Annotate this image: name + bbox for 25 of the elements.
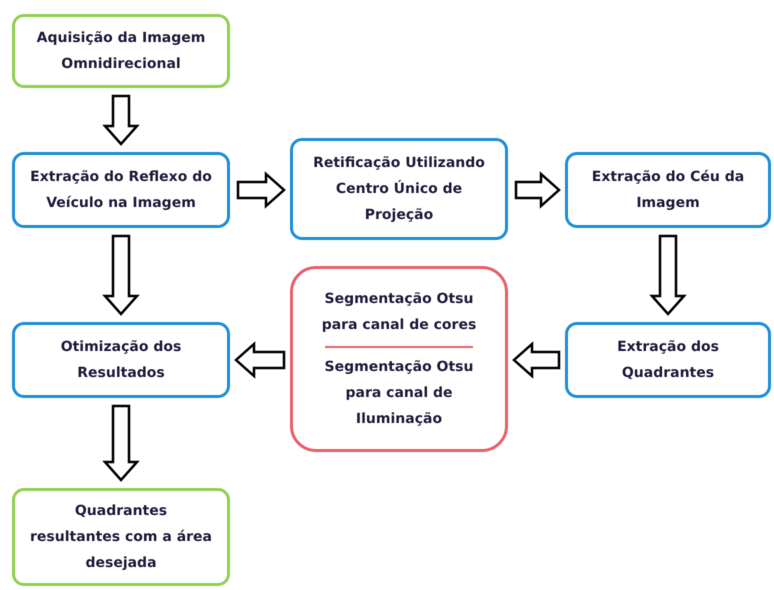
block-arrow: [234, 341, 286, 379]
block-arrow: [102, 234, 140, 316]
box-label: Extração do Reflexo do Veículo na Imagem: [29, 168, 213, 213]
block-arrow: [649, 234, 687, 316]
box-label: Extração do Céu da Imagem: [590, 168, 746, 213]
process-box: [290, 138, 508, 240]
process-box: [12, 152, 230, 228]
process-box: [565, 152, 771, 228]
process-box: [290, 266, 508, 452]
box-label: Quadrantes resultantes com a área desejada: [29, 502, 213, 573]
box-label: Aquisição da Imagem Omnidirecional: [36, 29, 206, 74]
box-label: Segmentação Otsu para canal de cores: [320, 290, 478, 335]
terminal-box: [12, 14, 230, 88]
block-arrow: [236, 171, 286, 209]
box-label: Segmentação Otsu para canal de Iluminação: [324, 358, 474, 429]
terminal-box: [12, 488, 230, 586]
box-label: Retificação Utilizando Centro Único de Projeção: [312, 154, 486, 225]
process-box: [565, 322, 771, 398]
process-box: [12, 322, 230, 398]
box-label: Otimização dos Resultados: [60, 338, 182, 383]
block-arrow: [514, 171, 561, 209]
block-arrow: [512, 341, 560, 379]
block-arrow: [102, 94, 140, 146]
block-arrow: [102, 404, 140, 482]
box-label: Extração dos Quadrantes: [616, 338, 720, 383]
